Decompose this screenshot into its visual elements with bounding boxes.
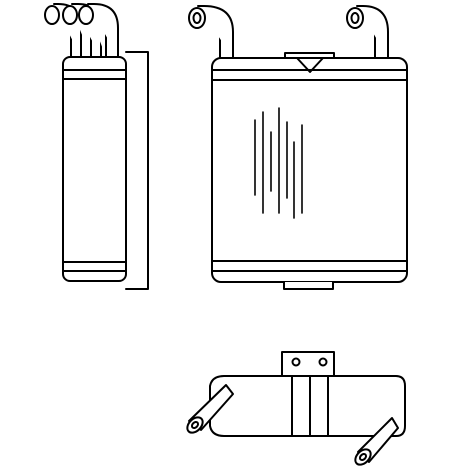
front-view-core-hatch [254,107,303,219]
front-view-pipe-left [188,5,234,59]
bottom-view-pipe-left [186,384,234,434]
side-view [44,3,149,290]
front-view-bottom-tab [283,281,334,290]
side-view-body [62,56,127,282]
side-view-pipe-right [78,3,119,58]
front-view-pipe-right [346,5,389,59]
front-view-top-tab [284,52,335,59]
front-view-body [211,57,408,283]
side-view-bracket [125,51,149,290]
front-view-top-notch [296,57,324,73]
front-view [188,5,408,290]
bottom-view-bracket-hole-left [291,357,301,367]
bottom-view [186,351,406,466]
bottom-view-bracket-hole-right [318,357,328,367]
bottom-view-pipe-right [354,417,399,466]
